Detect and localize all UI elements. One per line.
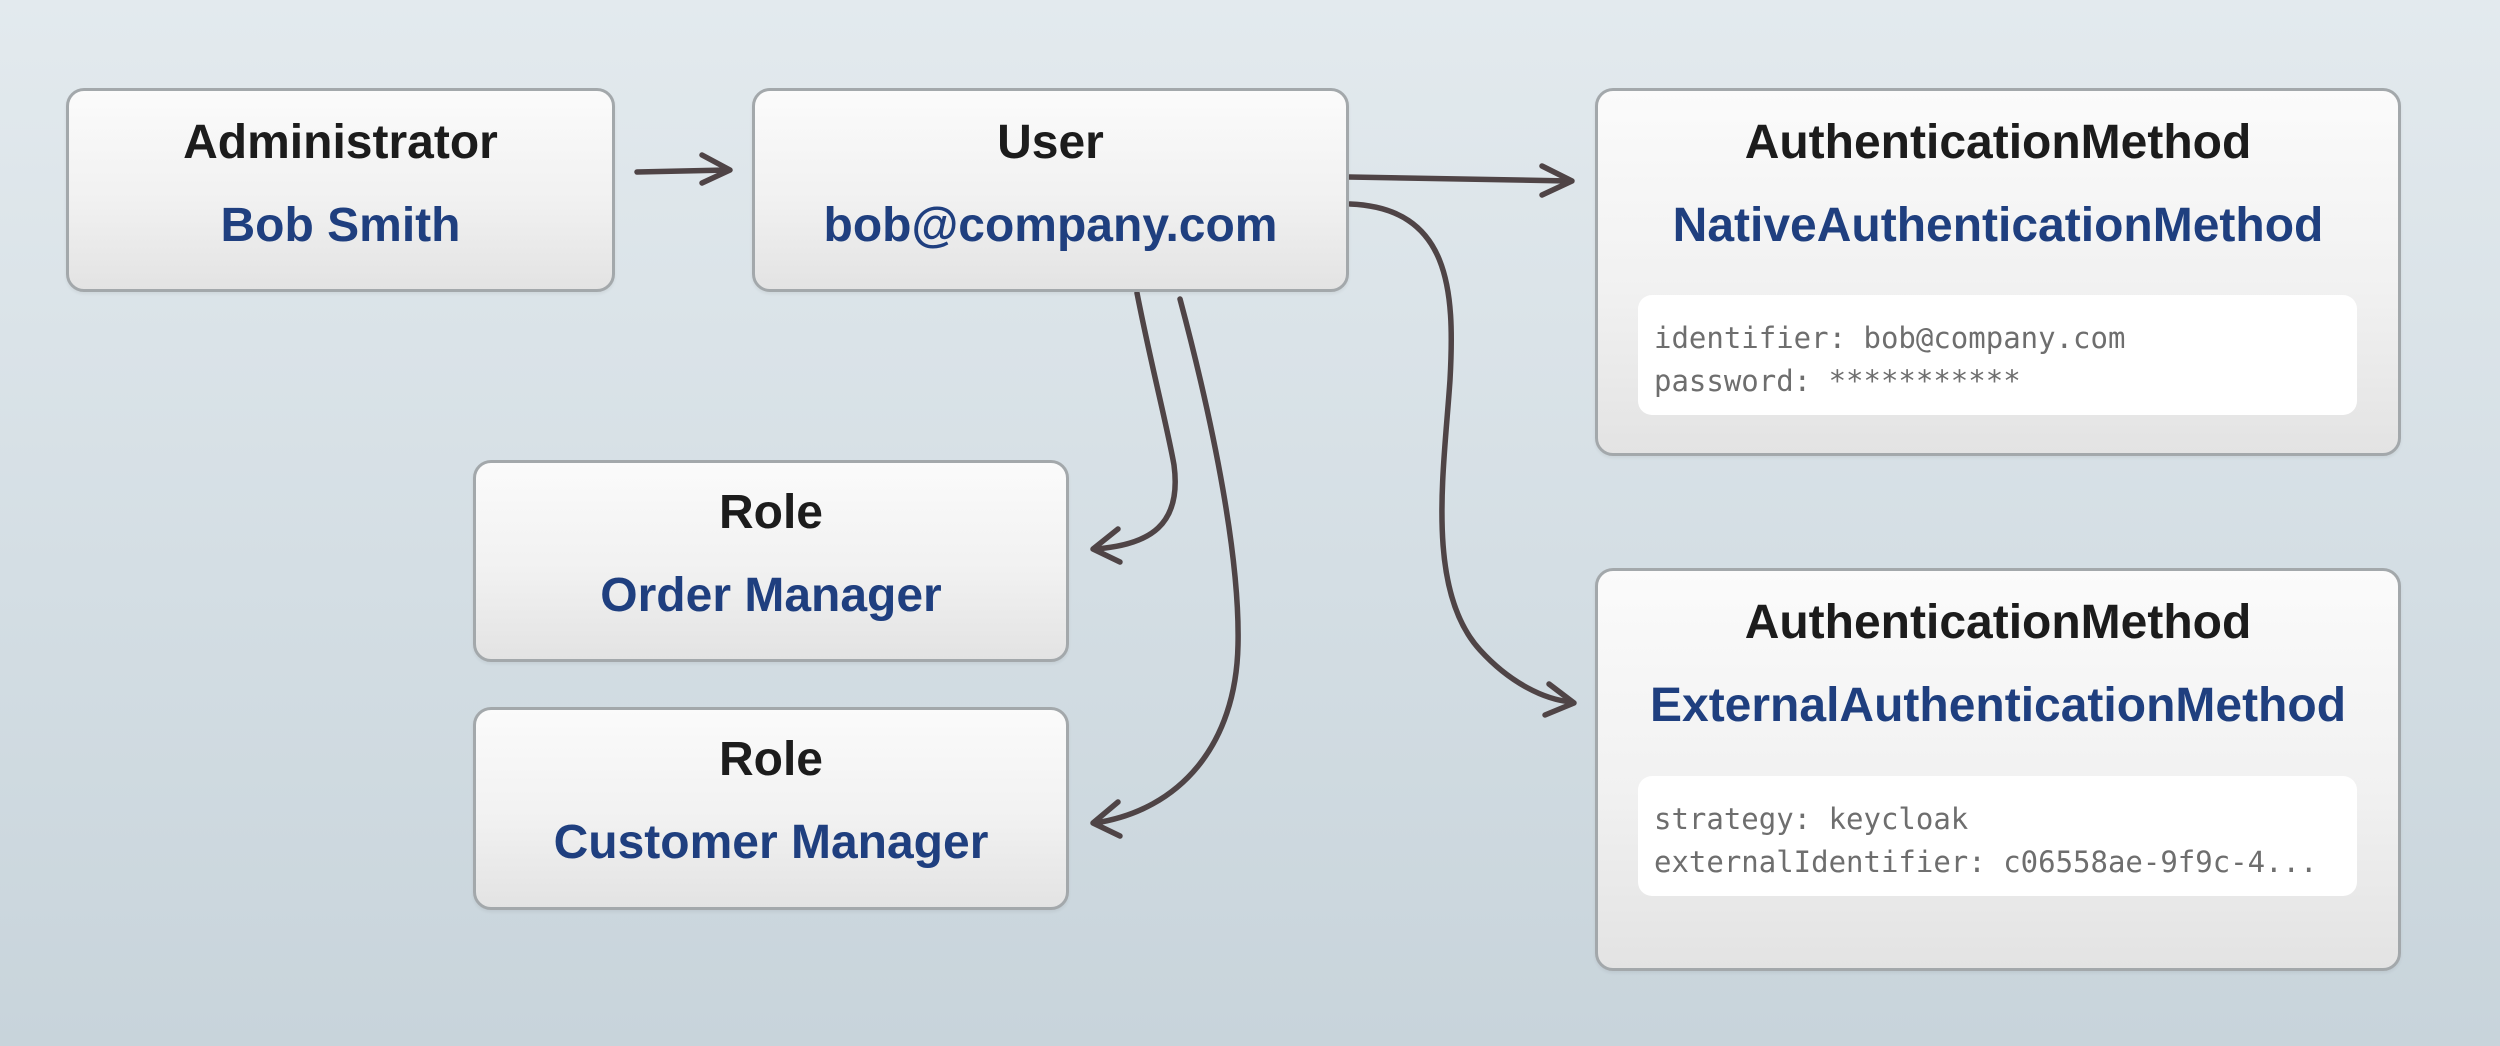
user-value: bob@company.com (823, 199, 1278, 252)
user-type-label: User (997, 116, 1104, 169)
administrator-node: Administrator Bob Smith (66, 88, 615, 292)
user-node: User bob@company.com (752, 88, 1349, 292)
administrator-type-label: Administrator (183, 116, 498, 169)
external-auth-type-label: AuthenticationMethod (1744, 596, 2252, 649)
edge-user-to-role-customer-arrowhead (1090, 799, 1123, 839)
edge-user-to-role-order (1092, 290, 1178, 552)
edge-user-to-native-auth-arrowhead (1539, 163, 1575, 198)
administrator-value: Bob Smith (220, 199, 461, 252)
role-order-value: Order Manager (600, 569, 942, 622)
external-auth-prop-external-identifier: externalIdentifier: c06558ae-9f9c-4... (1654, 845, 2318, 879)
native-auth-properties: identifier: bob@company.com password: **… (1638, 295, 2357, 415)
native-auth-prop-password: password: *********** (1654, 364, 2021, 398)
edge-administrator-to-user-arrowhead (699, 152, 733, 186)
external-auth-node: AuthenticationMethod ExternalAuthenticat… (1595, 568, 2401, 971)
edge-user-to-native-auth (1346, 174, 1573, 184)
external-auth-value: ExternalAuthenticationMethod (1649, 679, 2347, 732)
edge-user-to-external-auth-arrowhead (1542, 681, 1577, 718)
role-order-manager-node: Role Order Manager (473, 460, 1069, 662)
native-auth-prop-identifier: identifier: bob@company.com (1654, 321, 2126, 355)
external-auth-prop-strategy: strategy: keycloak (1654, 802, 1969, 836)
role-order-type-label: Role (718, 486, 823, 539)
role-customer-manager-node: Role Customer Manager (473, 707, 1069, 910)
edge-user-to-role-customer (1092, 296, 1241, 826)
external-auth-properties: strategy: keycloak externalIdentifier: c… (1638, 776, 2357, 896)
native-auth-type-label: AuthenticationMethod (1744, 116, 2252, 169)
edge-administrator-to-user (634, 167, 731, 175)
role-customer-value: Customer Manager (553, 816, 989, 869)
edge-user-to-external-auth (1347, 201, 1575, 705)
role-customer-type-label: Role (718, 733, 823, 786)
native-auth-value: NativeAuthenticationMethod (1672, 199, 2324, 252)
native-auth-node: AuthenticationMethod NativeAuthenticatio… (1595, 88, 2401, 456)
edge-user-to-role-order-arrowhead (1090, 526, 1123, 565)
